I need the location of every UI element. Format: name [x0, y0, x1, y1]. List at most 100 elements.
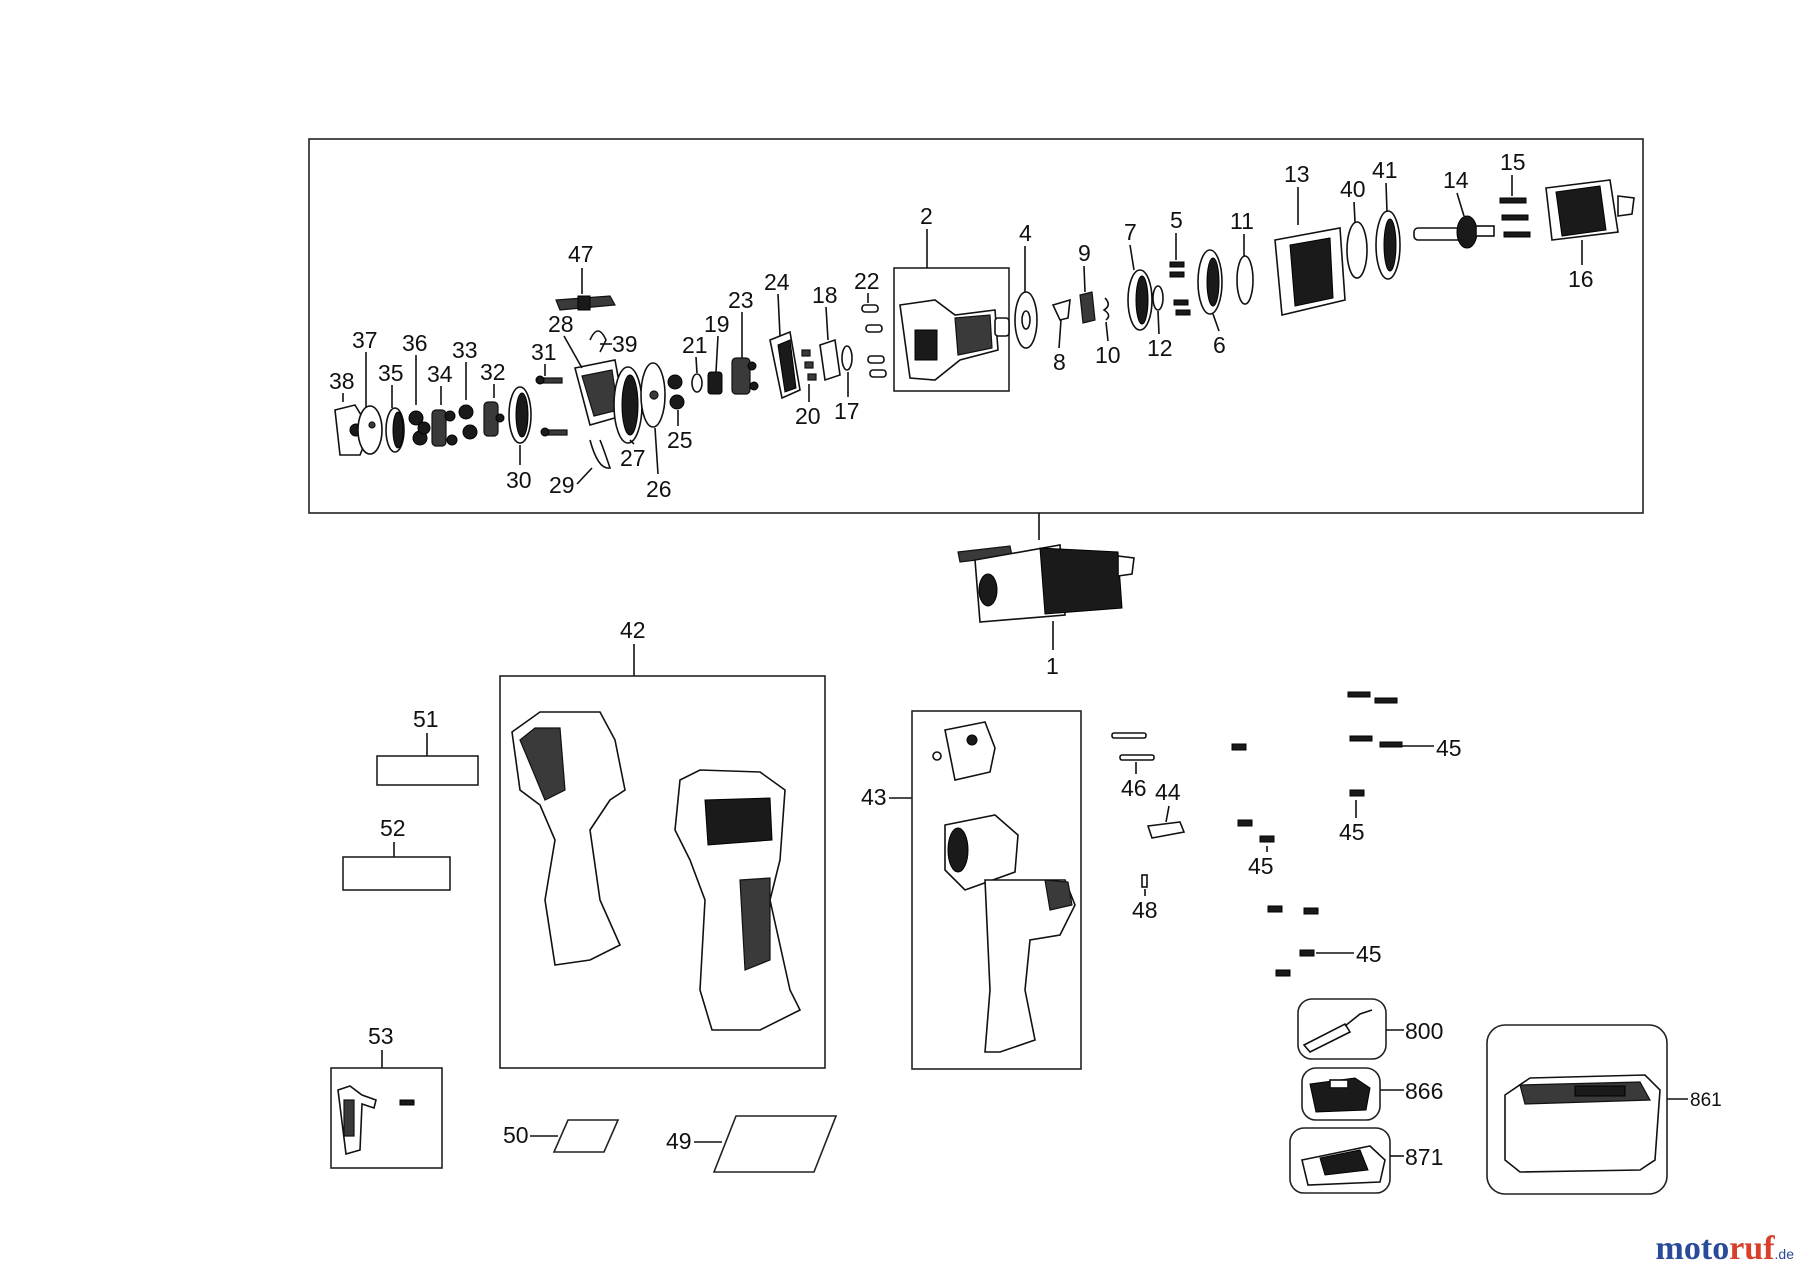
- label-42: 42: [620, 617, 646, 643]
- battery-866-frame: [1301, 1067, 1381, 1121]
- label-7: 7: [1124, 219, 1137, 245]
- label-45-a: 45: [1436, 735, 1462, 761]
- label-22: 22: [854, 268, 880, 294]
- label-26: 26: [646, 476, 672, 502]
- label-25: 25: [667, 427, 693, 453]
- part-6-clutch-ring: [1197, 249, 1223, 315]
- part-1-gearbox-assembly: [957, 544, 1135, 650]
- part-21-washer: [691, 373, 703, 393]
- part-27-ring-gear: [613, 366, 643, 444]
- label-4: 4: [1019, 220, 1032, 246]
- part-5-springs: [1169, 261, 1191, 316]
- label-49: 49: [666, 1128, 692, 1154]
- housing-frame: [499, 675, 826, 1069]
- label-11: 11: [1230, 208, 1254, 234]
- label-53: 53: [368, 1023, 394, 1049]
- clip-frame: [330, 1067, 443, 1169]
- part-14-spindle: [1413, 215, 1495, 249]
- label-34: 34: [427, 361, 453, 387]
- part-8-pin: [1051, 298, 1071, 321]
- label-29: 29: [549, 472, 575, 498]
- label-51: 51: [413, 706, 439, 732]
- label-23: 23: [728, 287, 754, 313]
- part-25-planet-gears: [667, 374, 685, 410]
- part-42-housing-halves: [511, 711, 802, 1031]
- charger-871-frame: [1289, 1127, 1391, 1194]
- part-866-battery: [1309, 1077, 1371, 1113]
- label-31: 31: [531, 339, 557, 365]
- label-36: 36: [402, 330, 428, 356]
- part-26-washer: [640, 362, 666, 428]
- part-48-pin: [1141, 874, 1148, 888]
- part-28-gear-housing-rear: [574, 359, 626, 426]
- part-46-pins: [1111, 732, 1155, 761]
- label-24: 24: [764, 269, 790, 295]
- gearbox-exploded-frame: [308, 138, 1644, 514]
- label-50: 50: [503, 1122, 529, 1148]
- part-36-planet-gears: [408, 410, 431, 446]
- label-10: 10: [1095, 342, 1121, 368]
- part-43-motor-and-switch: [932, 721, 1076, 1053]
- part-29-wire-spring: [589, 439, 612, 469]
- label-13: 13: [1284, 161, 1310, 187]
- label-800: 800: [1405, 1018, 1443, 1044]
- part-11-clip-ring: [1236, 255, 1254, 305]
- label-871: 871: [1405, 1144, 1443, 1170]
- part-22-pins: [861, 304, 887, 378]
- label-21: 21: [682, 332, 708, 358]
- part-9-clutch-plate: [1079, 291, 1096, 324]
- label-46: 46: [1121, 775, 1147, 801]
- label-45-b: 45: [1339, 819, 1365, 845]
- label-44: 44: [1155, 779, 1181, 805]
- label-40: 40: [1340, 176, 1366, 202]
- upper-labels: 38 37 35 36 34 33 32 30 31 28 47 39 29 2…: [329, 149, 1594, 502]
- part-44-spring: [1146, 821, 1186, 839]
- label-2: 2: [920, 203, 933, 229]
- part-31-screws: [535, 375, 568, 437]
- part-47-switch-slider: [555, 295, 616, 311]
- label-1: 1: [1046, 653, 1059, 679]
- label-48: 48: [1132, 897, 1158, 923]
- label-14: 14: [1443, 167, 1469, 193]
- label-15: 15: [1500, 149, 1526, 175]
- part-33-planet-gears: [458, 404, 478, 440]
- sticker-50: [552, 1119, 620, 1153]
- label-17: 17: [834, 398, 860, 424]
- label-5: 5: [1170, 207, 1183, 233]
- part-39-spring-clip: [589, 330, 607, 353]
- part-16-chuck: [1545, 179, 1635, 241]
- part-34-carrier: [431, 409, 458, 447]
- label-27: 27: [620, 445, 646, 471]
- part-24-ring-gear: [769, 330, 801, 400]
- accessory-800-frame: [1297, 998, 1387, 1060]
- part-800-tool: [1302, 1009, 1373, 1053]
- label-41: 41: [1372, 157, 1398, 183]
- sticker-49: [712, 1115, 838, 1173]
- motor-frame: [911, 710, 1082, 1070]
- label-12: 12: [1147, 335, 1173, 361]
- label-8: 8: [1053, 349, 1066, 375]
- part-53-belt-clip: [337, 1085, 415, 1156]
- label-19: 19: [704, 311, 730, 337]
- part-18-cam: [819, 338, 841, 382]
- label-32: 32: [480, 359, 506, 385]
- part-17-washer: [841, 345, 853, 371]
- label-43: 43: [861, 784, 887, 810]
- label-6: 6: [1213, 332, 1226, 358]
- part-32-carrier: [483, 401, 505, 437]
- part-45-screws: [1231, 691, 1403, 977]
- part-2-gear-housing: [899, 299, 999, 381]
- part-23-carrier: [731, 357, 759, 395]
- part-7-ring: [1127, 269, 1153, 331]
- label-9: 9: [1078, 240, 1091, 266]
- label-51-plate: [376, 755, 479, 786]
- part-30-ring-gear: [508, 386, 532, 444]
- watermark-logo: motoruf.de: [1655, 1230, 1794, 1267]
- label-30: 30: [506, 467, 532, 493]
- part-4-washer: [1014, 291, 1038, 349]
- part-4-bearing: [994, 317, 1010, 337]
- label-39: 39: [612, 331, 638, 357]
- part-20-balls: [801, 349, 817, 381]
- label-33: 33: [452, 337, 478, 363]
